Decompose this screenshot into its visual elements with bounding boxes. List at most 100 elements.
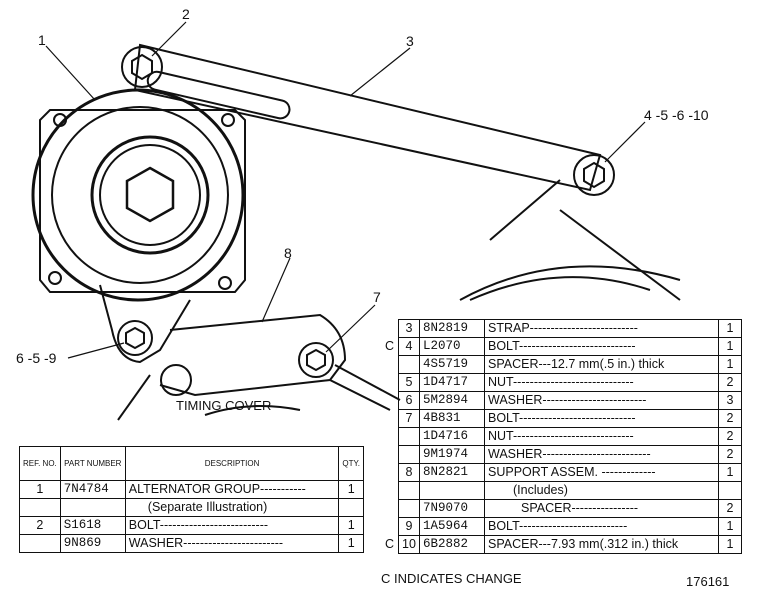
change-flag-cell: [382, 410, 399, 428]
header-qty: QTY.: [338, 446, 364, 481]
table-row: 9N869 WASHER------------------------ 1: [19, 534, 364, 553]
qty-cell: 1: [718, 355, 742, 374]
ref-cell: [398, 355, 420, 374]
ref-cell: 2: [19, 516, 61, 535]
header-part-number: PART NUMBER: [59, 446, 126, 481]
description-cell: SPACER---7.93 mm(.312 in.) thick: [484, 535, 719, 554]
description-cell: (Includes): [484, 481, 719, 500]
table-row: (Includes): [382, 481, 742, 500]
part-number-cell: 4B831: [419, 409, 485, 428]
ref-cell: [398, 427, 420, 446]
part-number-cell: 1D4717: [419, 373, 485, 392]
ref-cell: [19, 498, 61, 517]
flange-bolt-br: [218, 276, 232, 290]
timing-cover-label: TIMING COVER: [176, 398, 272, 413]
part-number-cell: 5M2894: [419, 391, 485, 410]
change-flag-cell: [382, 464, 399, 482]
ref-cell: [19, 534, 61, 553]
qty-cell: 1: [718, 535, 742, 554]
support-bracket: [159, 313, 347, 397]
description-cell: NUT-----------------------------: [484, 427, 719, 446]
table-header-row: REF. NO. PART NUMBER DESCRIPTION QTY.: [19, 446, 364, 481]
part-number-cell: L2070: [419, 337, 485, 356]
alternator-pulley-mid: [51, 106, 229, 284]
part-number-cell: 7N4784: [59, 480, 126, 499]
part-number-cell: 1A5964: [419, 517, 485, 536]
alternator-pulley-outer: [31, 88, 245, 302]
callout-6-5-9: 6 -5 -9: [16, 350, 57, 366]
ref-cell: [398, 445, 420, 464]
parts-table-left: REF. NO. PART NUMBER DESCRIPTION QTY. 1 …: [19, 446, 364, 553]
part-number-cell: 6B2882: [419, 535, 485, 554]
change-flag-cell: [382, 446, 399, 464]
description-cell: WASHER------------------------: [124, 534, 340, 553]
hex-nut: [125, 166, 175, 223]
qty-cell: 2: [718, 445, 742, 464]
ref-cell: 8: [398, 463, 420, 482]
callout-4-5-6-10: 4 -5 -6 -10: [644, 107, 709, 123]
callout-3: 3: [406, 33, 414, 49]
description-cell: BOLT----------------------------: [484, 337, 719, 356]
change-flag-cell: [382, 320, 399, 338]
ref-cell: 7: [398, 409, 420, 428]
qty-cell: 1: [718, 337, 742, 356]
description-cell: WASHER--------------------------: [484, 445, 719, 464]
ref-cell: 10: [398, 535, 420, 554]
qty-cell: 2: [718, 409, 742, 428]
qty-cell: 2: [718, 499, 742, 518]
strap-end-bolt: [573, 154, 615, 196]
strap: [133, 43, 602, 192]
change-note: C INDICATES CHANGE: [381, 571, 522, 586]
qty-cell: 1: [338, 534, 364, 553]
ref-cell: 4: [398, 337, 420, 356]
ref-cell: 6: [398, 391, 420, 410]
header-ref-no: REF. NO.: [19, 446, 61, 481]
callout-1: 1: [38, 32, 46, 48]
description-cell: SUPPORT ASSEM. -------------: [484, 463, 719, 482]
change-flag-cell: [382, 392, 399, 410]
bracket-bolt-right: [298, 342, 334, 378]
part-number-cell: 8N2819: [419, 319, 485, 338]
alternator-pulley-hub: [90, 135, 210, 255]
description-cell: BOLT----------------------------: [484, 409, 719, 428]
qty-cell: 3: [718, 391, 742, 410]
part-number-cell: 9M1974: [419, 445, 485, 464]
part-number-cell: 7N9070: [419, 499, 485, 518]
part-number-cell: [59, 498, 126, 517]
table-row: 2 S1618 BOLT-------------------------- 1: [19, 516, 364, 535]
change-flag-cell: [382, 428, 399, 446]
change-flag-cell: [382, 356, 399, 374]
qty-cell: [338, 498, 364, 517]
flange-bolt-bl: [48, 271, 62, 285]
change-flag-cell: [382, 500, 399, 518]
change-flag-cell: [382, 374, 399, 392]
ref-cell: [398, 481, 420, 500]
part-number-cell: S1618: [59, 516, 126, 535]
table-row: (Separate Illustration): [19, 498, 364, 517]
qty-cell: 1: [718, 517, 742, 536]
flange-bolt-tr: [221, 113, 235, 127]
qty-cell: 1: [338, 516, 364, 535]
part-number-cell: 9N869: [59, 534, 126, 553]
callout-8: 8: [284, 245, 292, 261]
part-number-cell: 1D4716: [419, 427, 485, 446]
change-flag-cell: C: [385, 338, 395, 353]
description-cell: (Separate Illustration): [124, 498, 340, 517]
change-flag-cell: C: [385, 536, 395, 551]
qty-cell: 1: [718, 463, 742, 482]
description-cell: STRAP--------------------------: [484, 319, 719, 338]
qty-cell: [718, 481, 742, 500]
change-flag-cell: [382, 482, 399, 500]
